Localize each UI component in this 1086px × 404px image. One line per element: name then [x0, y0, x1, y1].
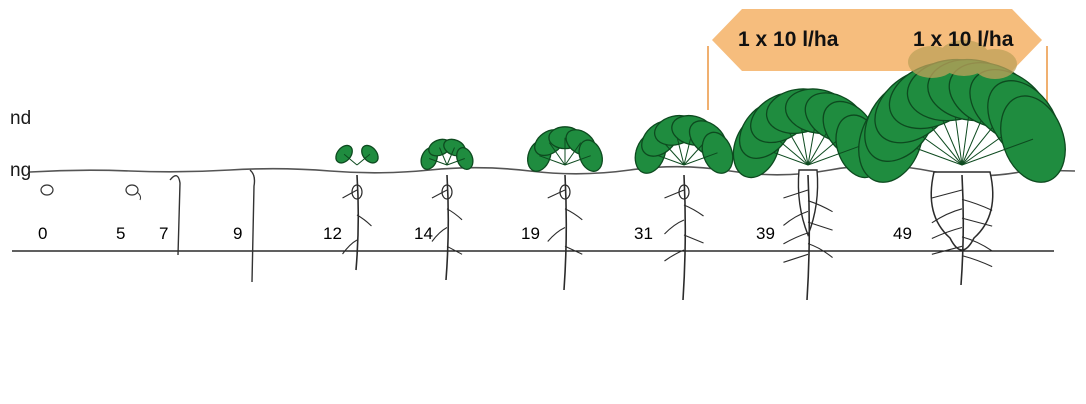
stage-label: 12: [323, 224, 342, 244]
soil-surface-line: [30, 166, 1075, 176]
stage-label: 5: [116, 224, 125, 244]
side-root: [565, 246, 582, 254]
side-root: [684, 205, 704, 216]
side-root: [432, 228, 447, 242]
stage-49-plant: [847, 50, 1076, 285]
stage-label: 0: [38, 224, 47, 244]
stage-label: 31: [634, 224, 653, 244]
stage-31-plant: [630, 111, 738, 300]
banner-right-text: 1 x 10 l/ha: [913, 28, 1013, 52]
side-label-line-1: nd: [10, 108, 31, 130]
stage-label: 14: [414, 224, 433, 244]
side-root: [932, 246, 962, 254]
side-root: [565, 209, 582, 220]
stage-14-plant: [418, 136, 476, 280]
side-root: [783, 254, 808, 262]
stage-7-sprout: [170, 176, 180, 255]
side-root: [962, 256, 992, 267]
stage-label: 9: [233, 224, 242, 244]
side-root: [664, 220, 684, 234]
side-root: [343, 240, 357, 254]
side-root: [684, 235, 704, 243]
side-label-line-2: ng: [10, 160, 31, 182]
stage-5-seed: [126, 185, 141, 200]
stage-19-plant: [524, 124, 607, 290]
stage-0-seed: [41, 185, 53, 195]
banner-left-text: 1 x 10 l/ha: [738, 28, 838, 52]
stage-9-sprout: [250, 170, 255, 282]
side-root: [447, 209, 462, 220]
side-root: [783, 233, 808, 244]
stage-label: 39: [756, 224, 775, 244]
stage-label: 7: [159, 224, 168, 244]
stage-label: 49: [893, 224, 912, 244]
stage-label: 19: [521, 224, 540, 244]
side-root: [447, 246, 462, 254]
side-root: [548, 228, 565, 242]
stage-39-plant: [725, 83, 891, 300]
side-root: [357, 215, 371, 226]
